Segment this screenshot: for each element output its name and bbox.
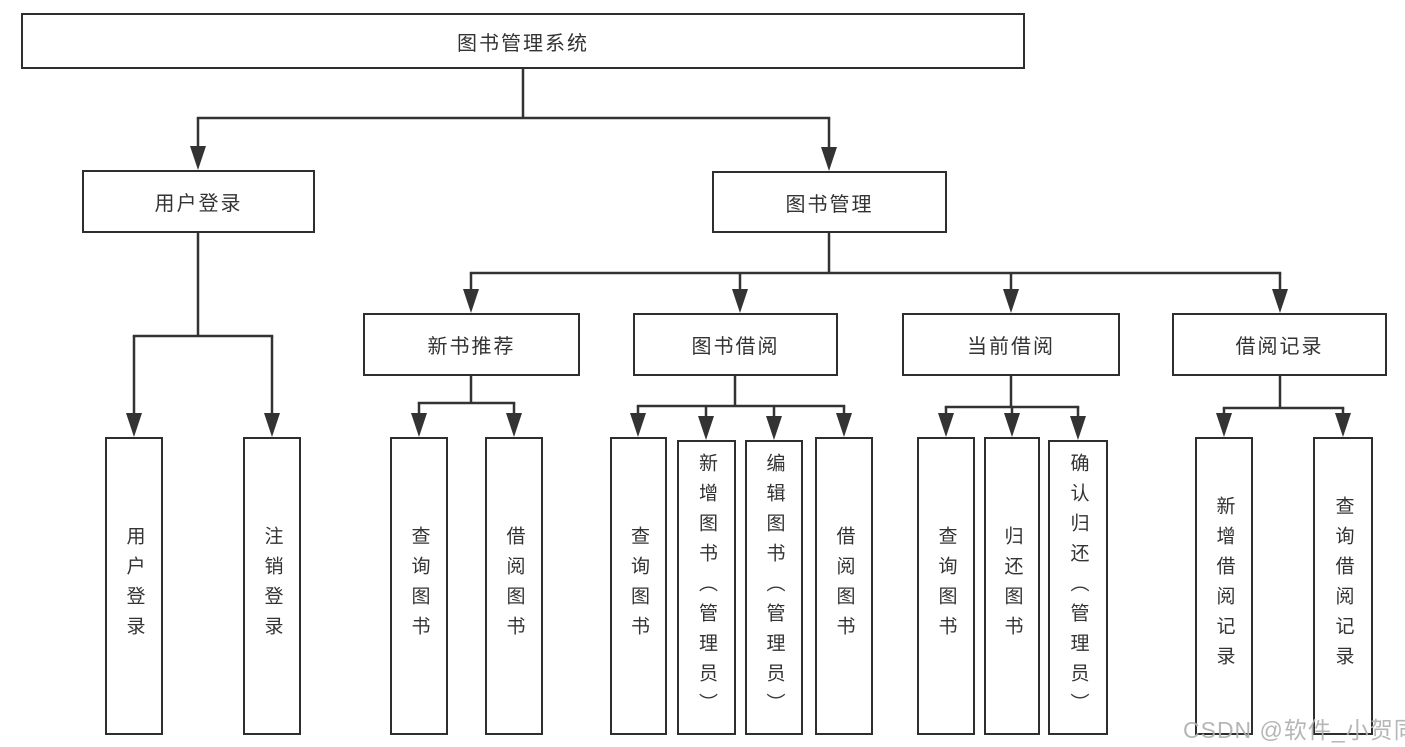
node-user-login: 用户登录 — [82, 170, 315, 233]
leaf-add-book-admin: 新增图书（管理员） — [677, 440, 736, 735]
leaf-borrow-books-1: 借阅图书 — [485, 437, 543, 735]
leaf-add-borrow-record: 新增借阅记录 — [1195, 437, 1253, 735]
node-label: 新书推荐 — [427, 336, 516, 358]
leaf-query-books-3: 查询图书 — [917, 437, 975, 735]
leaf-label: 查询图书 — [628, 526, 649, 646]
leaf-label: 借阅图书 — [833, 526, 855, 646]
leaf-label: 查询借阅记录 — [1332, 496, 1354, 676]
leaf-label: 注销登录 — [261, 526, 283, 646]
leaf-confirm-return-admin: 确认归还（管理员） — [1048, 440, 1108, 735]
leaf-label: 归还图书 — [1001, 526, 1023, 646]
csdn-watermark: CSDN @软件_小贺同学 — [1183, 717, 1405, 743]
leaf-logout: 注销登录 — [243, 437, 301, 735]
node-label: 用户登录 — [154, 193, 243, 215]
node-label: 当前借阅 — [967, 336, 1055, 358]
leaf-label: 新增图书（管理员） — [696, 452, 717, 723]
node-book-management: 图书管理 — [712, 171, 947, 233]
leaf-label: 编辑图书（管理员） — [763, 452, 785, 723]
node-current-borrowing: 当前借阅 — [902, 313, 1120, 376]
leaf-query-books-1: 查询图书 — [390, 437, 448, 735]
leaf-label: 查询图书 — [408, 526, 430, 646]
leaf-label: 确认归还（管理员） — [1067, 452, 1089, 723]
node-label: 借阅记录 — [1235, 336, 1324, 358]
leaf-label: 用户登录 — [123, 526, 145, 646]
leaf-edit-book-admin: 编辑图书（管理员） — [745, 440, 803, 735]
leaf-borrow-books-2: 借阅图书 — [815, 437, 873, 735]
leaf-label: 查询图书 — [935, 526, 957, 646]
node-new-book-recommendation: 新书推荐 — [363, 313, 580, 376]
leaf-label: 新增借阅记录 — [1213, 496, 1235, 676]
node-book-borrowing: 图书借阅 — [633, 313, 838, 376]
leaf-return-book: 归还图书 — [984, 437, 1040, 735]
node-borrowing-records: 借阅记录 — [1172, 313, 1387, 376]
leaf-label: 借阅图书 — [503, 526, 525, 646]
leaf-user-login: 用户登录 — [105, 437, 163, 735]
node-label: 图书借阅 — [691, 336, 780, 358]
node-library-management-system: 图书管理系统 — [21, 13, 1025, 69]
leaf-query-books-2: 查询图书 — [610, 437, 667, 735]
node-label: 图书管理 — [785, 193, 874, 216]
leaf-query-borrow-record: 查询借阅记录 — [1313, 437, 1373, 735]
node-label: 图书管理系统 — [457, 32, 589, 55]
